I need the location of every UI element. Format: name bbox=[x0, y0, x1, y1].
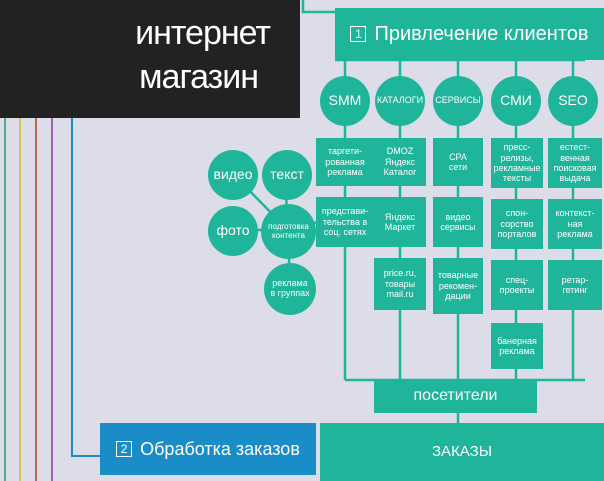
seo-organic-search: естест- венная поисковая выдача bbox=[548, 138, 602, 188]
channel-media: СМИ bbox=[491, 76, 541, 126]
store-title-line1: интернет bbox=[135, 14, 271, 52]
content-video: видео bbox=[208, 150, 258, 200]
smm-social-presence: представи- тельства в соц. сетях bbox=[316, 197, 374, 247]
orders-box: ЗАКАЗЫ bbox=[320, 423, 604, 481]
side-lines bbox=[4, 118, 53, 481]
catalog-price-mail: price.ru, товары mail.ru bbox=[374, 258, 426, 310]
channel-catalogs: КАТАЛОГИ bbox=[375, 76, 425, 126]
channel-services: СЕРВИСЫ bbox=[433, 76, 483, 126]
smm-targeted-ads: таргети- рованная реклама bbox=[316, 138, 374, 186]
visitors-box: посетители bbox=[374, 380, 537, 413]
store-title-line2: магазин bbox=[139, 58, 259, 96]
service-cpa-networks: CPA сети bbox=[433, 138, 483, 186]
content-preparation: подготовка контента bbox=[261, 204, 316, 259]
channel-seo: SEO bbox=[548, 76, 598, 126]
media-portal-sponsorship: спон- сорство порталов bbox=[491, 199, 543, 249]
client-acquisition-header: 1 Привлечение клиентов bbox=[335, 8, 604, 60]
media-banner-ads: банерная реклама bbox=[491, 323, 543, 369]
channel-smm: SMM bbox=[320, 76, 370, 126]
orders-processing-label: Обработка заказов bbox=[140, 438, 300, 459]
content-group-ads: реклама в группах bbox=[264, 263, 316, 315]
seo-retargeting: ретар- гетинг bbox=[548, 260, 602, 310]
media-special-projects: спец- проекты bbox=[491, 260, 543, 310]
catalog-dmoz-yandex: DMOZ Яндекс Каталог bbox=[374, 138, 426, 186]
orders-processing-box: 2 Обработка заказов bbox=[100, 423, 316, 475]
seo-contextual-ads: контекст- ная реклама bbox=[548, 199, 602, 249]
content-text: текст bbox=[262, 150, 312, 200]
service-video: видео сервисы bbox=[433, 197, 483, 247]
media-press-releases: пресс- релизы, рекламные тексты bbox=[491, 138, 543, 188]
section-number-1: 1 bbox=[350, 26, 367, 42]
store-title-panel: интернет магазин bbox=[0, 0, 300, 118]
service-product-recommendations: товарные рекомен- дации bbox=[433, 258, 483, 314]
section-number-2: 2 bbox=[116, 441, 133, 457]
catalog-yandex-market: Яндекс Маркет bbox=[374, 197, 426, 247]
orders-processing-connector bbox=[71, 118, 100, 457]
content-photo: фото bbox=[208, 206, 258, 256]
client-acquisition-label: Привлечение клиентов bbox=[374, 22, 589, 45]
